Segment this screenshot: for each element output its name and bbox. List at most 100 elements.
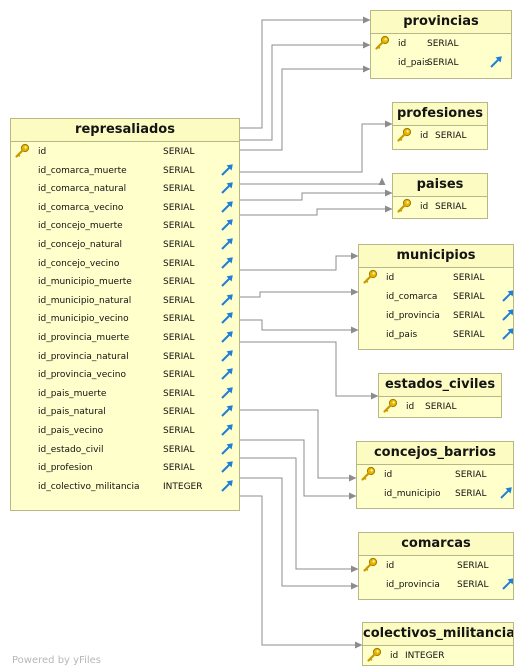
column-type: SERIAL <box>163 332 195 343</box>
column-type: SERIAL <box>163 444 195 455</box>
foreign-key-edge <box>240 409 357 482</box>
column-name: id_pais <box>398 58 430 68</box>
column-name: id <box>38 147 47 157</box>
column-type: SERIAL <box>455 489 487 499</box>
column-row[interactable]: id SERIAL <box>393 126 487 145</box>
foreign-key-edge <box>240 457 359 573</box>
column-name: id_comarca_natural <box>38 184 127 195</box>
column-row[interactable]: id SERIAL <box>359 556 513 575</box>
column-name: id_pais_vecino <box>38 425 104 436</box>
column-type: SERIAL <box>163 258 195 269</box>
column-row[interactable]: id_concejo_vecino SERIAL <box>11 254 239 273</box>
foreign-key-edge <box>240 205 393 216</box>
foreign-key-edge <box>240 189 393 201</box>
foreign-key-edge <box>240 120 393 173</box>
column-name: id <box>420 131 429 141</box>
column-type: SERIAL <box>427 39 459 49</box>
foreign-key-arrow-icon <box>502 309 513 321</box>
column-name: id_profesion <box>38 463 93 474</box>
foreign-key-edge <box>240 41 371 141</box>
column-type: SERIAL <box>455 470 487 480</box>
column-name: id_municipio_muerte <box>38 277 132 288</box>
foreign-key-arrow-icon <box>221 442 233 455</box>
foreign-key-edge <box>240 16 371 129</box>
column-row[interactable]: id_pais_vecino SERIAL <box>11 421 239 440</box>
table-title: paises <box>393 174 487 197</box>
foreign-key-arrow-icon <box>490 56 502 68</box>
column-row[interactable]: id_municipio_muerte SERIAL <box>11 272 239 291</box>
column-name: id_concejo_vecino <box>38 258 120 269</box>
primary-key-icon <box>383 398 398 413</box>
foreign-key-arrow-icon <box>221 368 233 380</box>
column-type: SERIAL <box>453 330 485 340</box>
foreign-key-arrow-icon <box>221 256 233 269</box>
column-name: id_comarca_vecino <box>38 202 124 213</box>
foreign-key-arrow-icon <box>502 328 513 340</box>
primary-key-icon <box>363 269 378 284</box>
column-row[interactable]: id_provincia_muerte SERIAL <box>11 328 239 347</box>
column-name: id_provincia <box>386 311 440 321</box>
column-name: id <box>406 402 415 412</box>
foreign-key-arrow-icon <box>221 424 233 436</box>
column-name: id <box>390 651 399 661</box>
foreign-key-edge <box>240 319 359 334</box>
column-name: id <box>398 39 407 49</box>
column-type: SERIAL <box>427 58 459 68</box>
column-type: SERIAL <box>457 561 489 571</box>
column-name: id <box>386 561 395 571</box>
table-title: estados_civiles <box>379 374 501 397</box>
column-name: id_provincia_muerte <box>38 332 130 343</box>
foreign-key-arrow-icon <box>221 275 233 287</box>
column-type: SERIAL <box>163 239 195 250</box>
column-type: SERIAL <box>435 202 467 212</box>
foreign-key-arrow-icon <box>221 182 233 194</box>
table-title: concejos_barrios <box>357 442 513 465</box>
column-type: SERIAL <box>435 131 467 141</box>
column-type: SERIAL <box>163 425 195 436</box>
primary-key-icon <box>15 143 30 158</box>
foreign-key-arrow-icon <box>221 479 233 492</box>
column-type: SERIAL <box>163 388 195 399</box>
column-row[interactable]: id SERIAL <box>371 34 511 53</box>
column-name: id_concejo_muerte <box>38 221 123 232</box>
column-type: SERIAL <box>163 277 195 288</box>
primary-key-icon <box>361 466 376 481</box>
table-title: comarcas <box>359 533 513 556</box>
foreign-key-arrow-icon <box>221 312 233 325</box>
